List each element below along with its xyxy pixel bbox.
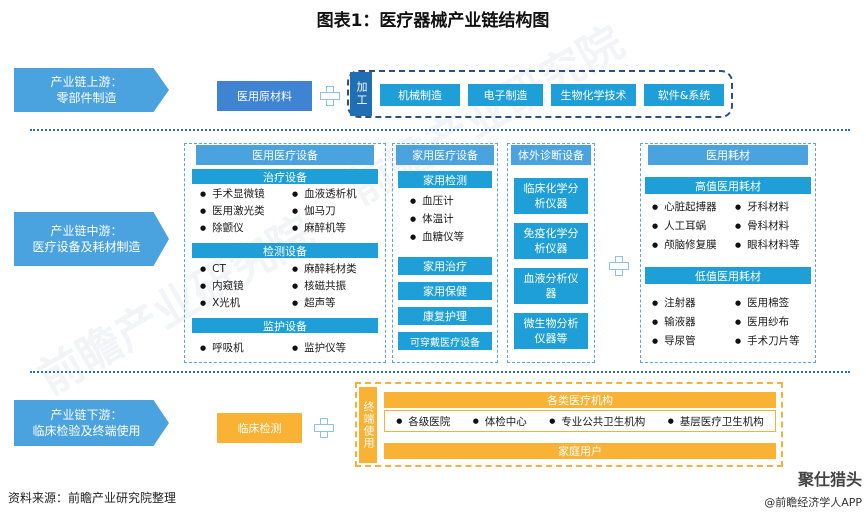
- home-equipment-header: 家用医疗设备: [396, 145, 494, 165]
- ivd-header: 体外诊断设备: [511, 145, 591, 165]
- list-item: 专业公共卫生机构: [549, 414, 645, 429]
- home-testing-label: 家用检测: [398, 171, 492, 188]
- list-item: 体温计: [410, 211, 494, 226]
- list-item: 麻醉耗材类: [292, 261, 378, 276]
- list-item: 手术刀片等: [735, 333, 812, 348]
- stage-midstream: 产业链中游： 医疗设备及耗材制造: [14, 212, 169, 266]
- list-item: 颅脑修复膜: [652, 237, 729, 252]
- divider: [30, 371, 850, 373]
- testing-label: 检测设备: [192, 243, 378, 258]
- process-label: 加工: [350, 72, 372, 116]
- list-item: 内窥镜: [200, 278, 286, 293]
- logo-line-1: 聚仕猎头: [797, 470, 862, 489]
- list-item: 体检中心: [473, 414, 527, 429]
- list-item: 注射器: [652, 295, 729, 310]
- consumables-header: 医用耗材: [648, 145, 808, 165]
- list-item: 伽马刀: [292, 203, 378, 218]
- logo-wechat: 聚仕猎头 @前瞻经济学人APP: [716, 466, 862, 518]
- list-item: 医用纱布: [735, 314, 812, 329]
- ivd-panel: [507, 143, 595, 363]
- terminal-label: 终端使用: [359, 387, 377, 463]
- list-item: 牙科材料: [735, 199, 812, 214]
- list-item: 各级医院: [396, 414, 450, 429]
- source-note: 资料来源：前瞻产业研究院整理: [8, 491, 177, 505]
- stage-upstream: 产业链上游： 零部件制造: [14, 68, 169, 112]
- list-item: 监护仪等: [292, 340, 378, 355]
- list-item: 手术显微镜: [200, 186, 286, 201]
- institutions-header: 各类医疗机构: [384, 392, 776, 408]
- home-user-box: 家庭用户: [384, 443, 776, 459]
- list-item: 血糖仪等: [410, 229, 494, 244]
- home-item-box: 可穿戴医疗设备: [398, 332, 492, 350]
- home-item-box: 家用治疗: [398, 257, 492, 275]
- list-item: 人工耳蜗: [652, 218, 729, 233]
- high-value-items: 心脏起搏器 牙科材料 人工耳蜗 骨科材料 颅脑修复膜 眼科材料等: [652, 199, 812, 252]
- list-item: 血液透析机: [292, 186, 378, 201]
- list-item: 心脏起搏器: [652, 199, 729, 214]
- process-item: 机械制造: [380, 84, 460, 106]
- list-item: 超声等: [292, 295, 378, 310]
- ivd-item: 血液分析仪 器: [514, 268, 588, 304]
- home-equipment-panel: [392, 143, 498, 363]
- plus-icon: [609, 256, 629, 276]
- process-item: 生物化学技术: [551, 84, 636, 106]
- list-item: 医用激光类: [200, 203, 286, 218]
- medical-equipment-panel: [184, 143, 386, 363]
- terminal-group: [355, 382, 783, 467]
- treatment-items: 手术显微镜 血液透析机 医用激光类 伽马刀 除颤仪 麻醉机等: [200, 186, 378, 235]
- low-value-label: 低值医用耗材: [645, 267, 811, 284]
- ivd-item: 微生物分析 仪器等: [514, 313, 588, 349]
- logo-line-2: @前瞻经济学人APP: [764, 496, 862, 509]
- ivd-item: 临床化学分 析仪器: [514, 178, 588, 214]
- list-item: 血压计: [410, 193, 494, 208]
- ivd-item: 免疫化学分 析仪器: [514, 223, 588, 259]
- list-item: 基层医疗卫生机构: [668, 414, 764, 429]
- divider: [30, 129, 850, 131]
- list-item: 核磁共振: [292, 278, 378, 293]
- home-item-box: 家用保健: [398, 282, 492, 300]
- page-title: 图表1：医疗器械产业链结构图: [316, 11, 550, 31]
- institution-list: 各级医院 体检中心 专业公共卫生机构 基层医疗卫生机构: [384, 410, 776, 432]
- list-item: 骨科材料: [735, 218, 812, 233]
- process-item: 软件&系统: [644, 84, 724, 106]
- medical-equipment-header: 医用医疗设备: [196, 145, 374, 165]
- home-item-box: 康复护理: [398, 307, 492, 325]
- monitoring-label: 监护设备: [192, 318, 378, 333]
- list-item: 除颤仪: [200, 220, 286, 235]
- list-item: 麻醉机等: [292, 220, 378, 235]
- raw-material-box: 医用原材料: [217, 81, 312, 111]
- list-item: 导尿管: [652, 333, 729, 348]
- list-item: CT: [200, 261, 286, 276]
- process-group: [347, 70, 733, 118]
- plus-icon: [314, 418, 334, 438]
- process-items: 机械制造 电子制造 生物化学技术 软件&系统: [380, 84, 730, 106]
- clinical-test-box: 临床检测: [217, 413, 302, 443]
- list-item: 输液器: [652, 314, 729, 329]
- list-item: 呼吸机: [200, 340, 286, 355]
- consumables-panel: [640, 143, 816, 363]
- high-value-label: 高值医用耗材: [645, 177, 811, 194]
- testing-items: CT 麻醉耗材类 内窥镜 核磁共振 X光机 超声等: [200, 261, 378, 310]
- home-testing-items: 血压计 体温计 血糖仪等: [410, 193, 494, 244]
- stage-downstream: 产业链下游： 临床检验及终端使用: [14, 400, 169, 446]
- list-item: X光机: [200, 295, 286, 310]
- plus-icon: [320, 86, 340, 106]
- treatment-label: 治疗设备: [192, 169, 378, 184]
- low-value-items: 注射器 医用棉签 输液器 医用纱布 导尿管 手术刀片等: [652, 295, 812, 348]
- list-item: 医用棉签: [735, 295, 812, 310]
- monitoring-items: 呼吸机 监护仪等: [200, 340, 378, 355]
- list-item: 眼科材料等: [735, 237, 812, 252]
- process-item: 电子制造: [468, 84, 543, 106]
